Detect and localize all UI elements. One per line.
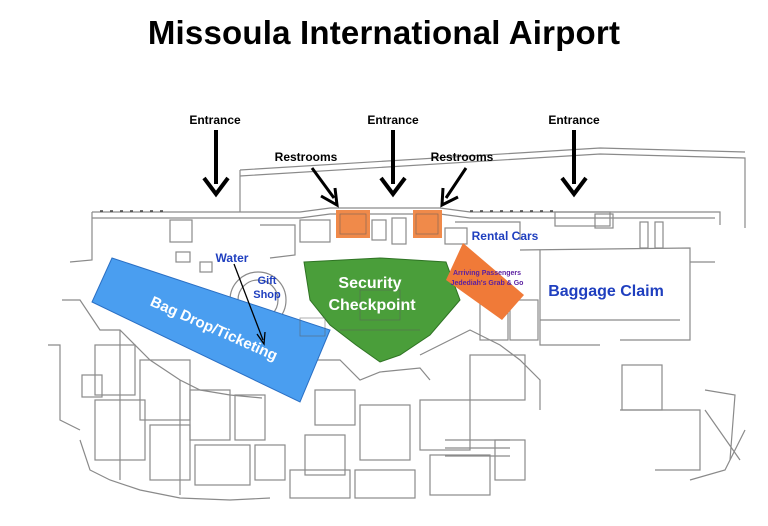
restrooms-right-zone xyxy=(413,210,442,238)
arriving-passengers-zone xyxy=(446,243,524,320)
restrooms-left-label: Restrooms xyxy=(275,150,338,164)
bag-drop-ticketing-zone xyxy=(91,257,331,403)
entrance-right-arrow xyxy=(560,130,588,198)
water-label: Water xyxy=(216,251,249,265)
entrance-center-arrow xyxy=(379,130,407,198)
baggage-claim-label: Baggage Claim xyxy=(548,283,664,300)
water-arrow xyxy=(233,263,266,346)
security-label-line2: Checkpoint xyxy=(328,297,416,314)
gift-shop-label-line1: Gift xyxy=(258,275,277,287)
arriving-label-line1: Arriving Passengers xyxy=(453,270,521,277)
entrance-center-label: Entrance xyxy=(367,113,419,127)
restrooms-right-arrow xyxy=(440,167,468,208)
restrooms-left-arrow xyxy=(310,167,339,208)
page-title: Missoula International Airport xyxy=(147,14,621,51)
entrance-right-label: Entrance xyxy=(548,113,600,127)
restrooms-left-zone xyxy=(336,210,370,238)
rental-cars-label: Rental Cars xyxy=(472,229,539,243)
security-checkpoint-zone xyxy=(303,257,461,363)
security-label-line1: Security xyxy=(338,275,401,292)
gift-shop-label-line2: Shop xyxy=(253,289,281,301)
entrance-left-arrow xyxy=(202,130,230,198)
entrance-left-label: Entrance xyxy=(189,113,241,127)
arriving-label-line2: Jedediah's Grab & Go xyxy=(451,280,524,287)
restrooms-right-label: Restrooms xyxy=(431,150,494,164)
zone-overlay-lines xyxy=(299,213,439,337)
floor-plan-lines xyxy=(48,147,746,501)
